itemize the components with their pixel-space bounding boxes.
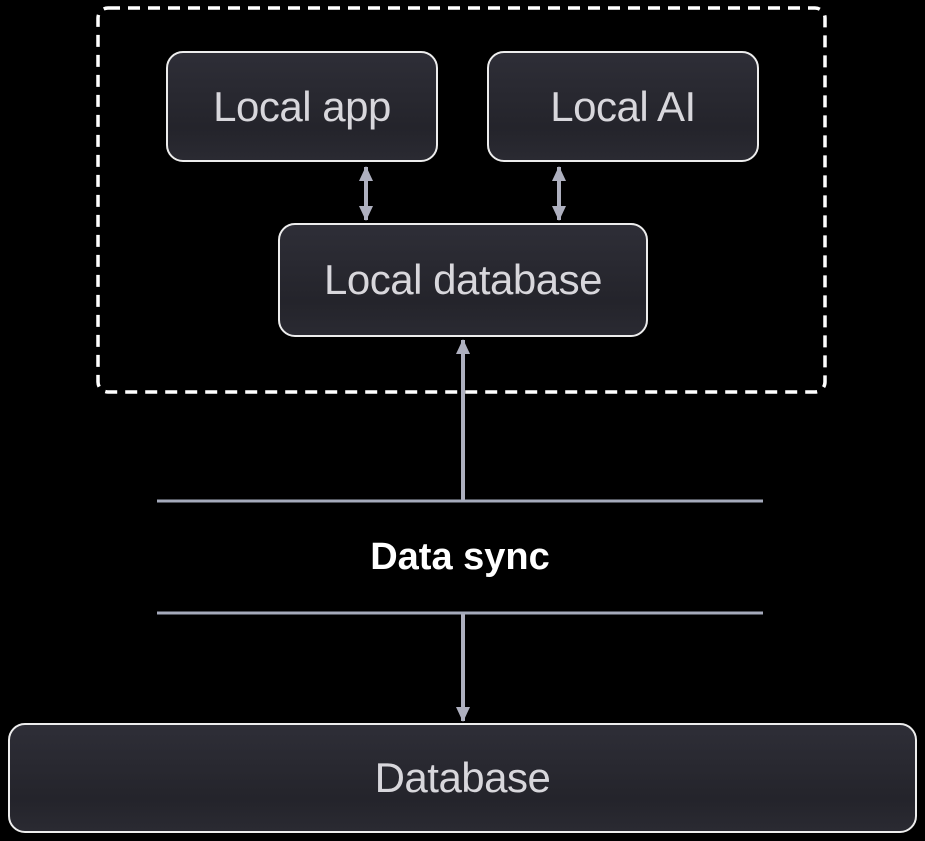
local-ai-node: Local AI (487, 51, 759, 162)
local-database-label: Local database (324, 256, 602, 303)
local-ai-label: Local AI (550, 82, 696, 130)
data-sync-band: Data sync (157, 501, 763, 613)
local-app-node: Local app (166, 51, 438, 162)
database-label: Database (374, 754, 551, 801)
database-node: Database (8, 723, 917, 833)
local-group-dashed-border (96, 6, 827, 394)
local-app-label: Local app (213, 82, 391, 130)
local-database-node: Local database (278, 223, 648, 337)
data-sync-label: Data sync (370, 535, 550, 578)
